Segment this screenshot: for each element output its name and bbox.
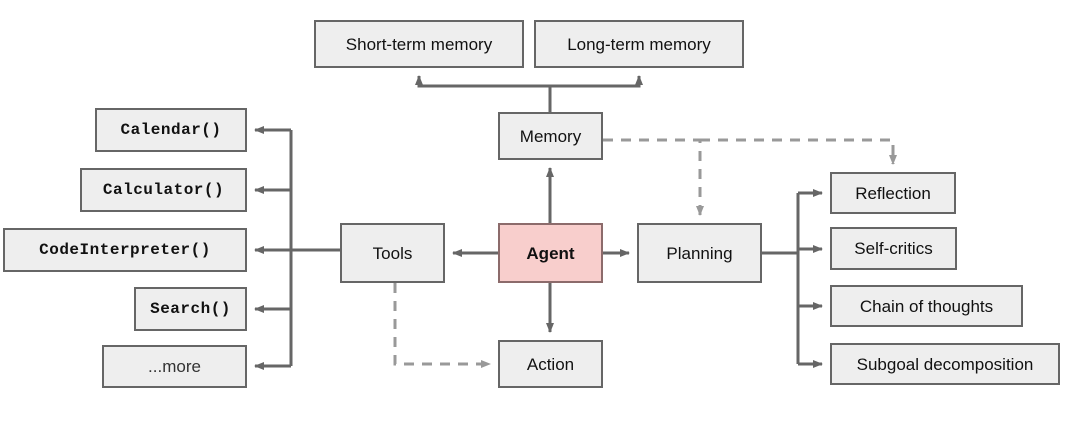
- edge-memory-reflection-dashed: [700, 138, 897, 165]
- node-more[interactable]: ...more: [102, 345, 247, 388]
- node-reflection[interactable]: Reflection: [830, 172, 956, 214]
- edge-memory-planning-dashed: [603, 138, 704, 216]
- node-search[interactable]: Search(): [134, 287, 247, 331]
- node-short-term-memory[interactable]: Short-term memory: [314, 20, 524, 68]
- node-action[interactable]: Action: [498, 340, 603, 388]
- node-calculator[interactable]: Calculator(): [80, 168, 247, 212]
- node-tools[interactable]: Tools: [340, 223, 445, 283]
- node-calendar[interactable]: Calendar(): [95, 108, 247, 152]
- node-memory[interactable]: Memory: [498, 112, 603, 160]
- node-subgoal-decomposition[interactable]: Subgoal decomposition: [830, 343, 1060, 385]
- node-chain-of-thoughts[interactable]: Chain of thoughts: [830, 285, 1023, 327]
- node-self-critics[interactable]: Self-critics: [830, 227, 957, 270]
- node-planning[interactable]: Planning: [637, 223, 762, 283]
- edge-memory-long-term: [550, 75, 643, 88]
- node-code-interpreter[interactable]: CodeInterpreter(): [3, 228, 247, 272]
- edge-memory-short-term: [415, 75, 552, 112]
- edge-tools-action-dashed: [393, 283, 491, 368]
- node-agent[interactable]: Agent: [498, 223, 603, 283]
- node-long-term-memory[interactable]: Long-term memory: [534, 20, 744, 68]
